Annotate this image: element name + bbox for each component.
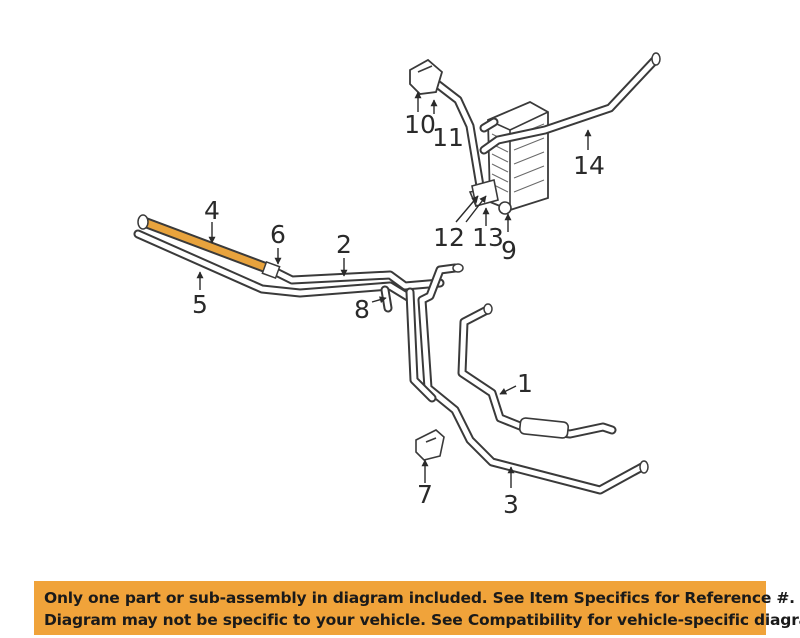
callout-10: 10: [404, 110, 436, 139]
leader-lines: [196, 91, 592, 488]
line-1-tube: [457, 303, 617, 439]
line-3-tube: [405, 263, 649, 495]
callout-8: 8: [354, 295, 370, 324]
line-2-tube: [267, 265, 445, 313]
callout-1: 1: [517, 369, 533, 398]
bracket-7: [415, 429, 445, 461]
disclaimer-line-2: Diagram may not be specific to your vehi…: [44, 611, 800, 629]
line-4-tube-highlighted: [137, 214, 278, 276]
callout-11: 11: [432, 123, 464, 152]
hose-10-11: [409, 58, 499, 191]
callout-14: 14: [573, 151, 605, 180]
parts-diagram: 4 5 6 2 8 1 3 7 10 11 12 13 9 14: [133, 52, 661, 519]
disclaimer-banner: Only one part or sub-assembly in diagram…: [34, 581, 800, 635]
callout-9: 9: [501, 236, 517, 265]
line-14-tube: [479, 52, 661, 155]
fitting-6: [261, 261, 281, 279]
callout-2: 2: [336, 230, 352, 259]
callout-3: 3: [503, 490, 519, 519]
disclaimer-line-1: Only one part or sub-assembly in diagram…: [44, 589, 795, 607]
callout-13: 13: [472, 223, 504, 252]
callout-6: 6: [270, 220, 286, 249]
callout-5: 5: [192, 290, 208, 319]
callout-7: 7: [417, 480, 433, 509]
callout-4: 4: [204, 196, 220, 225]
line-5-tube: [133, 229, 413, 302]
callout-12: 12: [433, 223, 465, 252]
